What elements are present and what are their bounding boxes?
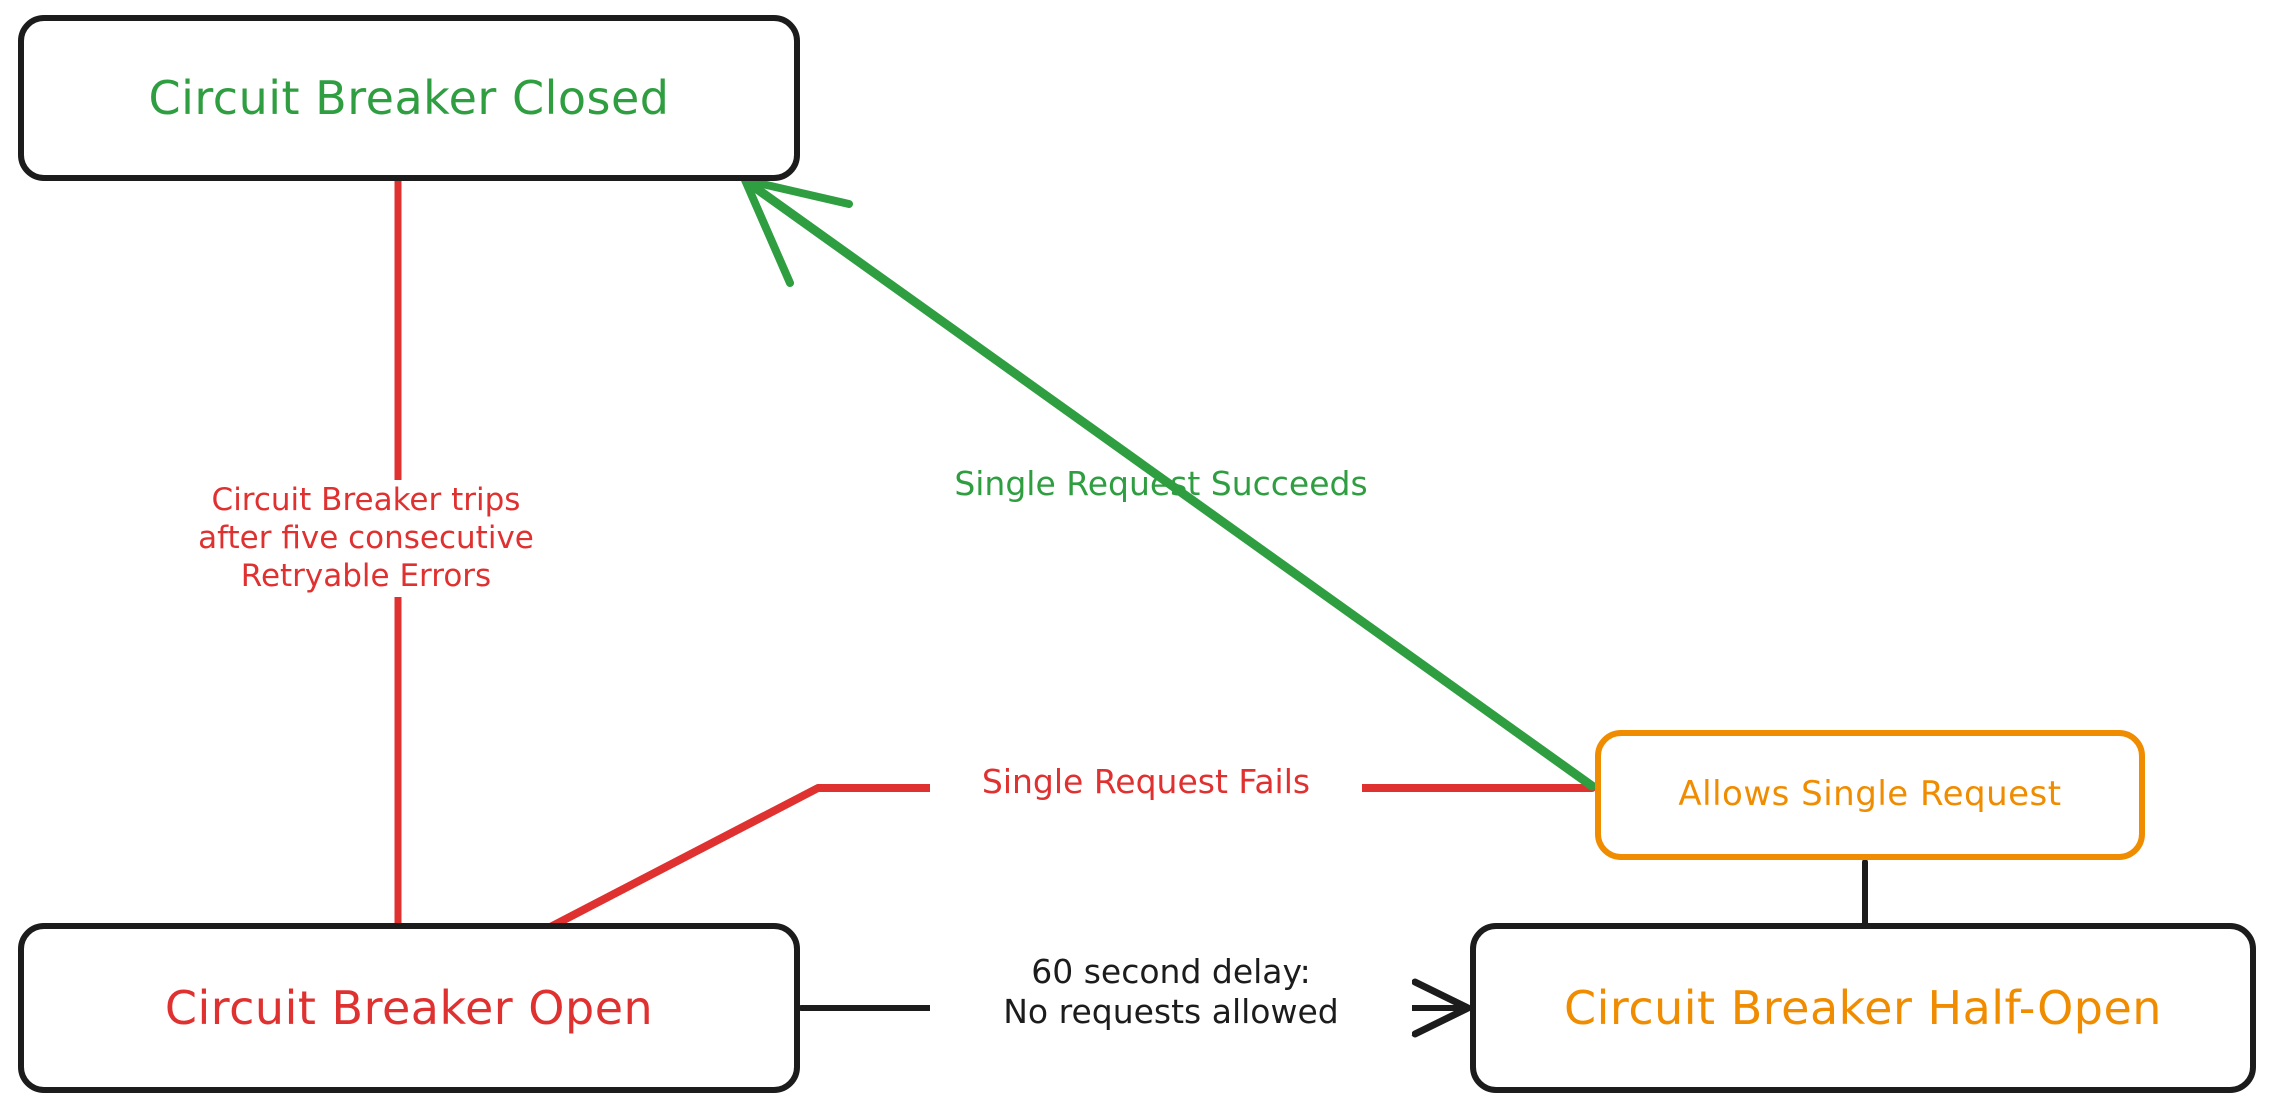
edge-label-closed-to-open: Circuit Breaker trips after five consecu… xyxy=(150,480,582,598)
node-label-open: Circuit Breaker Open xyxy=(164,980,654,1035)
edge-label-open-to-halfopen: 60 second delay: No requests allowed xyxy=(930,950,1412,1035)
node-circuit-breaker-closed[interactable]: Circuit Breaker Closed xyxy=(18,15,800,181)
edge-label-allows-to-open: Single Request Fails xyxy=(930,760,1362,805)
edge-label-allows-to-closed: Single Request Succeeds xyxy=(954,464,1368,503)
node-label-allows-single-request: Allows Single Request xyxy=(1678,774,2062,815)
node-label-closed: Circuit Breaker Closed xyxy=(148,70,670,125)
node-circuit-breaker-open[interactable]: Circuit Breaker Open xyxy=(18,923,800,1093)
node-label-half-open: Circuit Breaker Half-Open xyxy=(1564,980,2162,1035)
node-allows-single-request[interactable]: Allows Single Request xyxy=(1595,730,2145,860)
node-circuit-breaker-half-open[interactable]: Circuit Breaker Half-Open xyxy=(1470,923,2256,1093)
